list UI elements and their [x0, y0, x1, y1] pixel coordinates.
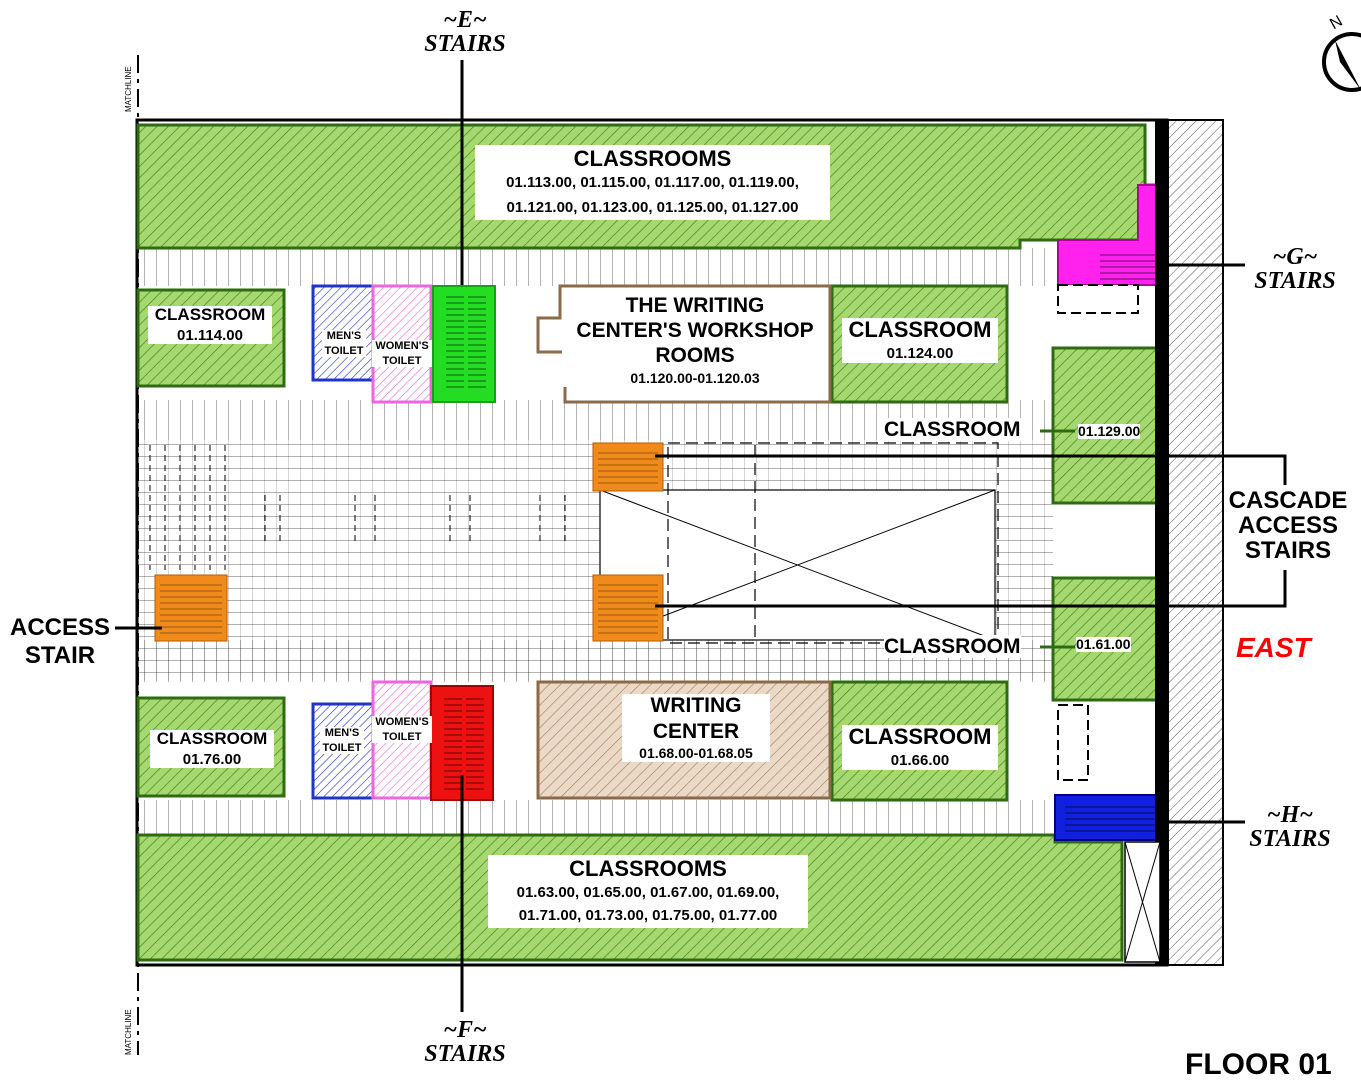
- classroom-124-number: 01.124.00: [886, 345, 954, 363]
- stair-e-word: STAIRS: [424, 31, 506, 57]
- classrooms-north-numbers-2: 01.121.00, 01.123.00, 01.125.00, 01.127.…: [506, 198, 799, 216]
- classroom-124-label: CLASSROOM 01.124.00: [842, 317, 998, 363]
- classroom-76-title: CLASSROOM: [156, 729, 268, 748]
- stair-e-label: ~E~ STAIRS: [405, 8, 525, 56]
- stair-g-word: STAIRS: [1254, 268, 1336, 294]
- stair-h-tag: ~H~: [1266, 802, 1314, 828]
- east-label: EAST: [1236, 632, 1311, 663]
- classroom-66-label: CLASSROOM 01.66.00: [842, 724, 998, 770]
- womens-toilet-south-label: WOMEN'S TOILET: [372, 716, 432, 744]
- mens-toilet-north-label: MEN'S TOILET: [322, 330, 366, 358]
- womens-toilet-north-label: WOMEN'S TOILET: [372, 340, 432, 368]
- classrooms-south-label: CLASSROOMS 01.63.00, 01.65.00, 01.67.00,…: [488, 855, 808, 929]
- stair-h-word: STAIRS: [1249, 826, 1331, 852]
- writing-center-number: 01.68.00-01.68.05: [639, 745, 753, 762]
- workshop-label: THE WRITING CENTER'S WORKSHOP ROOMS 01.1…: [562, 294, 828, 387]
- womens-toilet-north-line-1: WOMEN'S: [375, 340, 429, 352]
- classroom-114-number: 01.114.00: [177, 326, 243, 344]
- classroom-114-title: CLASSROOM: [154, 305, 266, 324]
- matchline-label-top: MATCHLINE: [124, 66, 133, 112]
- floor-label: FLOOR 01: [1185, 1048, 1332, 1081]
- workshop-line-3: ROOMS: [655, 344, 735, 368]
- womens-toilet-north-line-2: TOILET: [382, 355, 422, 368]
- classrooms-north-label: CLASSROOMS 01.113.00, 01.115.00, 01.117.…: [475, 145, 830, 221]
- classroom-129-number: 01.129.00: [1078, 423, 1141, 440]
- womens-toilet-south-line-1: WOMEN'S: [375, 716, 429, 728]
- stair-g-tag: ~G~: [1272, 244, 1318, 270]
- mens-toilet-south-label: MEN'S TOILET: [320, 727, 364, 755]
- mens-toilet-north-line-1: MEN'S: [326, 330, 362, 342]
- south-corridor: [138, 640, 1053, 835]
- workshop-number: 01.120.00-01.120.03: [630, 370, 760, 387]
- classroom-114-label: CLASSROOM 01.114.00: [148, 305, 272, 345]
- stair-h-label: ~H~ STAIRS: [1235, 803, 1345, 851]
- matchline-label-bottom: MATCHLINE: [124, 1009, 133, 1055]
- classrooms-north-title: CLASSROOMS: [573, 146, 732, 171]
- leader-lines: [115, 60, 1287, 1012]
- classrooms-south-title: CLASSROOMS: [569, 856, 727, 881]
- writing-center-line-2: CENTER: [652, 720, 740, 744]
- workshop-line-2: CENTER'S WORKSHOP: [576, 319, 814, 343]
- north-arrow-icon: N: [1322, 13, 1361, 92]
- classrooms-south-numbers-1: 01.63.00, 01.65.00, 01.67.00, 01.69.00,: [516, 884, 780, 902]
- classroom-66-number: 01.66.00: [890, 752, 950, 770]
- classrooms-north-numbers-1: 01.113.00, 01.115.00, 01.117.00, 01.119.…: [506, 174, 799, 192]
- classroom-76-number: 01.76.00: [182, 750, 242, 768]
- stair-e-tag: ~E~: [443, 7, 487, 33]
- classroom-124-title: CLASSROOM: [848, 317, 992, 342]
- stair-h: [1054, 794, 1166, 841]
- stair-g-label: ~G~ STAIRS: [1240, 245, 1350, 293]
- mens-toilet-north-line-2: TOILET: [324, 345, 364, 358]
- east-structure: [1057, 119, 1224, 966]
- stair-f-label: ~F~ STAIRS: [405, 1018, 525, 1066]
- mens-toilet-south-line-2: TOILET: [322, 742, 362, 755]
- writing-center-label: WRITING CENTER 01.68.00-01.68.05: [622, 694, 770, 762]
- classroom-66-title: CLASSROOM: [848, 724, 992, 749]
- writing-center-line-1: WRITING: [650, 694, 742, 717]
- stair-e: [432, 285, 496, 403]
- cascade-stair-upper: [592, 442, 664, 492]
- classroom-76-label: CLASSROOM 01.76.00: [150, 729, 274, 769]
- stair-f-tag: ~F~: [443, 1017, 487, 1043]
- classroom-61-title: CLASSROOM: [884, 635, 1021, 659]
- access-stair-label: ACCESS STAIR: [9, 614, 111, 669]
- cascade-access-stairs-label: CASCADE ACCESS STAIRS: [1228, 487, 1348, 565]
- classroom-129-title: CLASSROOM: [884, 418, 1021, 442]
- access-stair-west: [154, 574, 228, 642]
- classroom-leaders: [1040, 429, 1075, 649]
- classrooms-south-numbers-2: 01.71.00, 01.73.00, 01.75.00, 01.77.00: [518, 906, 778, 924]
- womens-toilet-south-line-2: TOILET: [382, 731, 422, 744]
- workshop-line-1: THE WRITING: [625, 294, 765, 317]
- classroom-61-number: 01.61.00: [1076, 636, 1131, 653]
- cascade-stair-lower: [592, 574, 664, 642]
- svg-text:N: N: [1327, 13, 1346, 34]
- mens-toilet-south-line-1: MEN'S: [324, 727, 360, 739]
- north-corridor: [138, 248, 1053, 440]
- stair-f-word: STAIRS: [424, 1041, 506, 1067]
